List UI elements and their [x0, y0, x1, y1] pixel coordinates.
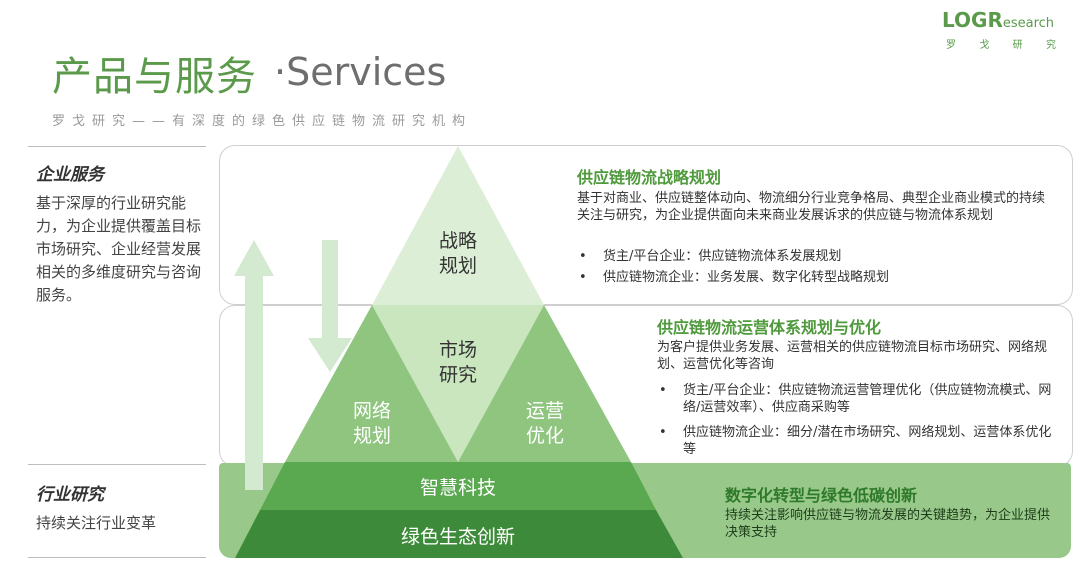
green-ecology-band	[235, 510, 683, 558]
digital-panel-title: 数字化转型与绿色低碳创新	[725, 486, 918, 505]
strategy-label-line2: 规划	[439, 255, 477, 277]
strategy-label-line1: 战略	[439, 230, 477, 252]
industry-research-body: 持续关注行业变革	[36, 514, 157, 532]
network-label-line1: 网络	[353, 400, 391, 422]
strategy-panel-desc: 基于对商业、供应链整体动向、物流细分行业竞争格局、典型企业商业模式的持续关注与研…	[577, 191, 1046, 223]
divider-middle	[28, 464, 206, 465]
network-planning-triangle	[285, 305, 458, 462]
strategy-bullet: 货主/平台企业：供应链物流体系发展规划	[577, 248, 1063, 265]
industry-research-title: 行业研究	[36, 485, 104, 505]
page-title-english: ·Services	[274, 50, 447, 94]
operations-bullet: 供应链物流企业：细分/潜在市场研究、网络规划、运营体系优化等	[657, 424, 1053, 458]
page-title: 产品与服务	[52, 54, 257, 100]
logo-sub-char: 罗	[946, 40, 956, 51]
logo-sub-char: 戈	[979, 40, 990, 51]
green-ecology-label: 绿色生态创新	[401, 526, 515, 548]
logo-wordmark: LOGResearch	[942, 8, 1054, 32]
operation-label-line2: 优化	[526, 425, 564, 447]
logo-main: LOGR	[942, 8, 1003, 32]
logr-research-logo: LOGResearch 罗 戈 研 究	[942, 8, 1066, 54]
digital-panel-desc: 持续关注影响供应链与物流发展的关键趋势，为企业提供决策支持	[725, 508, 1051, 540]
page-subtitle: 罗戈研究——有深度的绿色供应链物流研究机构	[52, 114, 473, 129]
strategy-triangle	[372, 146, 544, 305]
logo-subtitle: 罗 戈 研 究	[946, 36, 1056, 51]
logo-research: esearch	[1002, 16, 1055, 31]
smart-tech-band	[260, 462, 656, 510]
divider-top	[28, 146, 206, 147]
smart-tech-label: 智慧科技	[420, 477, 496, 499]
operations-bullet: 货主/平台企业：供应链物流运营管理优化（供应链物流模式、网络/运营效率）、供应商…	[657, 382, 1053, 416]
divider-bottom	[28, 557, 206, 558]
down-arrow-icon	[308, 240, 352, 372]
operations-panel-title: 供应链物流运营体系规划与优化	[657, 318, 882, 337]
logo-sub-char: 研	[1012, 40, 1023, 51]
up-arrow-icon	[234, 240, 274, 490]
market-label-line2: 研究	[439, 364, 477, 386]
market-label-line1: 市场	[439, 339, 477, 361]
enterprise-service-body: 基于深厚的行业研究能力，为企业提供覆盖目标市场研究、企业经营发展相关的多维度研究…	[36, 194, 202, 304]
enterprise-service-title: 企业服务	[36, 165, 104, 185]
operations-panel-desc: 为客户提供业务发展、运营相关的供应链物流目标市场研究、网络规划、运营优化等咨询	[657, 340, 1048, 372]
network-label-line2: 规划	[353, 425, 391, 447]
operation-optimization-triangle	[458, 305, 631, 462]
logo-sub-char: 究	[1045, 40, 1056, 51]
operation-label-line1: 运营	[526, 400, 564, 422]
market-research-triangle	[372, 305, 544, 462]
strategy-panel-title: 供应链物流战略规划	[577, 168, 722, 187]
strategy-bullet: 供应链物流企业：业务发展、数字化转型战略规划	[577, 269, 1063, 286]
